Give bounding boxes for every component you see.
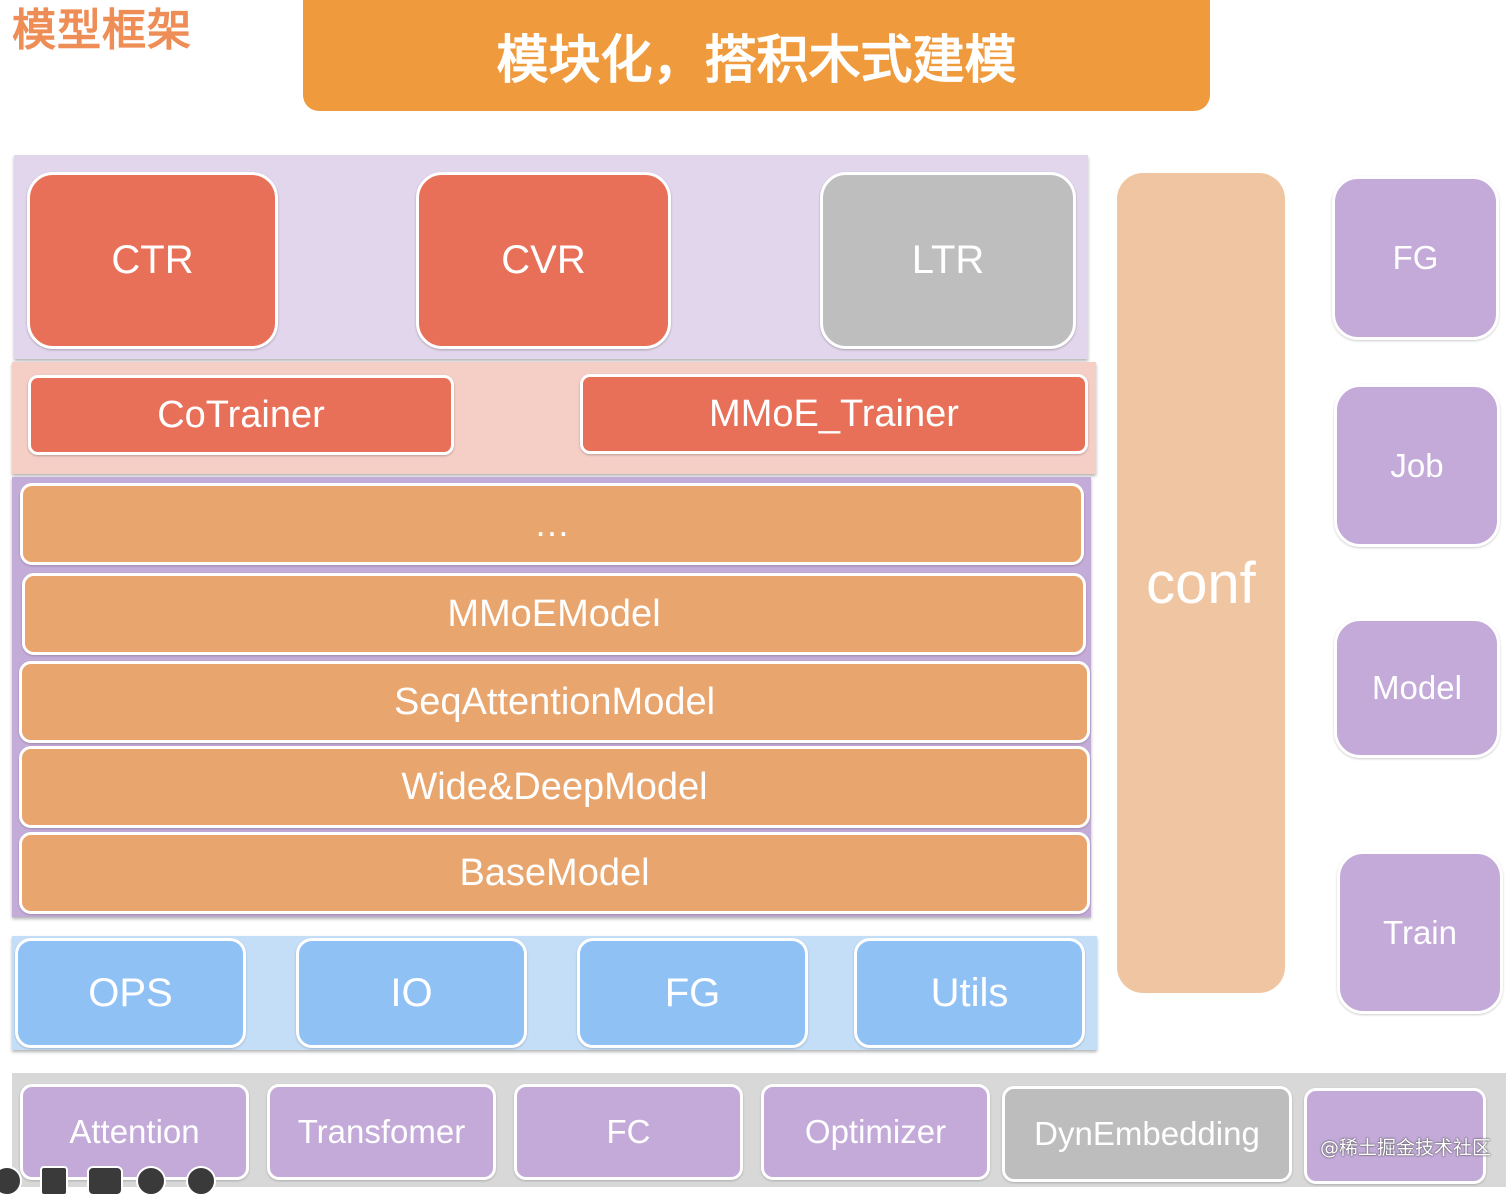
task-ltr: LTR: [820, 172, 1076, 349]
model-seqattention: SeqAttentionModel: [19, 661, 1090, 743]
component-attention: Attention: [20, 1084, 249, 1180]
model-basemodel: BaseModel: [19, 832, 1090, 914]
lib-ops: OPS: [15, 938, 246, 1048]
corner-title: 模型框架: [12, 5, 192, 56]
viewer-more-icon[interactable]: [136, 1166, 166, 1196]
model-mmoe: MMoEModel: [22, 573, 1086, 655]
lib-utils: Utils: [854, 938, 1085, 1048]
lib-io: IO: [296, 938, 527, 1048]
trainer-cotrainer: CoTrainer: [28, 375, 454, 455]
banner-title: 模块化，搭积木式建模: [303, 0, 1210, 111]
side-module-train: Train: [1337, 851, 1503, 1014]
model-widedeep: Wide&DeepModel: [19, 746, 1090, 828]
viewer-warning-icon[interactable]: [40, 1166, 68, 1196]
component-transformer: Transfomer: [267, 1084, 496, 1180]
component-dynembedding: DynEmbedding: [1002, 1086, 1292, 1182]
side-module-model: Model: [1334, 618, 1500, 758]
viewer-next-icon[interactable]: [186, 1166, 216, 1196]
component-fc: FC: [514, 1084, 743, 1180]
lib-fg: FG: [577, 938, 808, 1048]
viewer-caption-icon[interactable]: [87, 1166, 123, 1196]
side-module-job: Job: [1334, 384, 1500, 547]
component-optimizer: Optimizer: [761, 1084, 990, 1180]
conf-column: conf: [1117, 173, 1285, 993]
task-ctr: CTR: [27, 172, 278, 349]
side-module-fg: FG: [1332, 176, 1499, 340]
watermark: @稀土掘金技术社区: [1320, 1137, 1492, 1159]
component-extra: [1304, 1088, 1486, 1184]
task-cvr: CVR: [416, 172, 671, 349]
trainer-mmoe: MMoE_Trainer: [580, 374, 1088, 454]
model-ellipsis: …: [20, 483, 1084, 565]
